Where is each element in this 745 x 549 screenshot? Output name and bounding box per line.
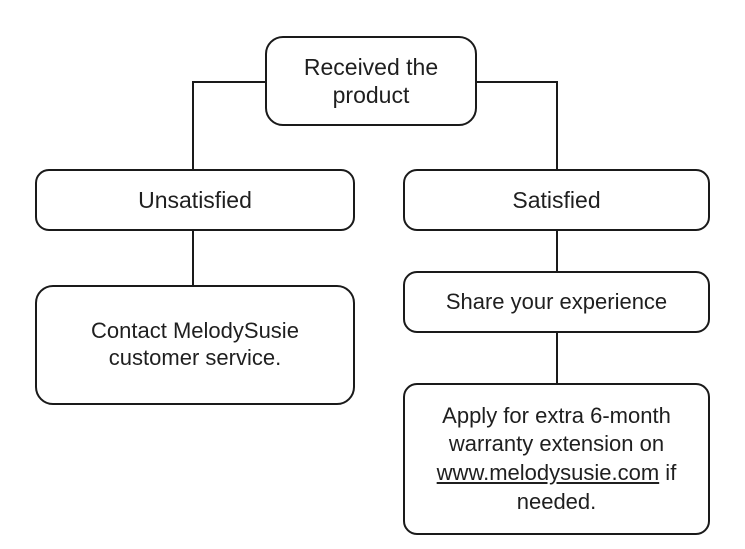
node-share-label: Share your experience (445, 288, 668, 314)
edge-received-to-satisfied (477, 81, 558, 169)
node-apply-warranty-extension[interactable]: Apply for extra 6-month warranty extensi… (403, 383, 710, 535)
node-received-label: Received the product (303, 53, 439, 108)
node-apply-text-before: Apply for extra 6-month warranty extensi… (442, 402, 671, 457)
node-unsatisfied-label: Unsatisfied (138, 186, 252, 213)
node-contact-label: Contact MelodySusie customer service. (91, 318, 299, 370)
node-apply-label: Apply for extra 6-month warranty extensi… (405, 402, 708, 516)
edge-received-to-unsatisfied (192, 81, 265, 169)
node-satisfied[interactable]: Satisfied (403, 169, 710, 231)
melodysusie-website-link[interactable]: www.melodysusie.com (436, 460, 660, 485)
node-satisfied-label: Satisfied (512, 186, 601, 213)
node-share-your-experience[interactable]: Share your experience (403, 271, 710, 333)
node-contact-customer-service[interactable]: Contact MelodySusie customer service. (35, 285, 355, 405)
node-unsatisfied[interactable]: Unsatisfied (35, 169, 355, 231)
node-received-the-product[interactable]: Received the product (265, 36, 477, 126)
node-apply-text-after: if needed. (516, 460, 677, 514)
